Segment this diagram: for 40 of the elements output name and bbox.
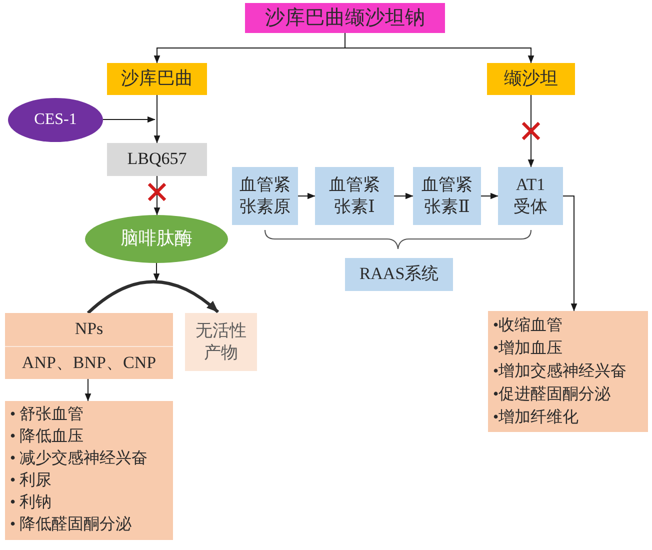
peptide-box <box>5 313 173 379</box>
arrow <box>154 176 160 216</box>
drug-component-box: 缬沙坦 <box>487 63 575 95</box>
effect-item: • 舒张血管 <box>10 404 84 425</box>
effect-item: •促进醛固酮分泌 <box>493 384 611 405</box>
peptide-heading: NPs <box>74 318 104 340</box>
enzyme-ellipse: 脑啡肽酶 <box>85 215 228 263</box>
receptor-box: AT1受体 <box>498 167 563 225</box>
curved-arrow <box>86 280 220 314</box>
arrow <box>562 196 578 312</box>
effect-item: •收缩血管 <box>493 316 563 336</box>
effects-box <box>5 401 173 540</box>
effect-item: •增加交感神经兴奋 <box>493 362 627 382</box>
arrow <box>298 192 316 200</box>
enzyme-ellipse: CES-1 <box>8 98 103 142</box>
arrow <box>102 116 156 123</box>
arrow <box>528 94 534 168</box>
hormone-box: 血管紧张素原 <box>232 167 298 225</box>
effect-item: • 利钠 <box>10 492 52 513</box>
arrow <box>84 378 92 402</box>
metabolite-box: LBQ657 <box>107 143 207 176</box>
arrow <box>154 94 160 144</box>
arrow <box>153 262 160 282</box>
effect-item: • 减少交感神经兴奋 <box>10 448 148 469</box>
peptide-names: ANP、BNP、CNP <box>20 352 158 374</box>
effect-item: •增加纤维化 <box>493 408 579 428</box>
effects-box <box>488 311 648 432</box>
arrow <box>394 192 414 200</box>
arrow <box>480 192 498 200</box>
effect-item: • 降低血压 <box>10 427 84 447</box>
effect-item: • 降低醛固酮分泌 <box>10 514 132 535</box>
arrow <box>344 32 534 64</box>
drug-component-box: 沙库巴曲 <box>107 63 207 95</box>
effect-item: •增加血压 <box>493 338 563 359</box>
system-box: RAAS系统 <box>345 258 453 291</box>
hormone-box: 血管紧张素Ⅱ <box>413 167 481 225</box>
drug-box: 沙库巴曲缬沙坦钠 <box>245 3 445 33</box>
effect-item: • 利尿 <box>10 470 52 491</box>
hormone-box: 血管紧张素Ⅰ <box>315 167 394 225</box>
product-box: 无活性产物 <box>185 313 257 371</box>
